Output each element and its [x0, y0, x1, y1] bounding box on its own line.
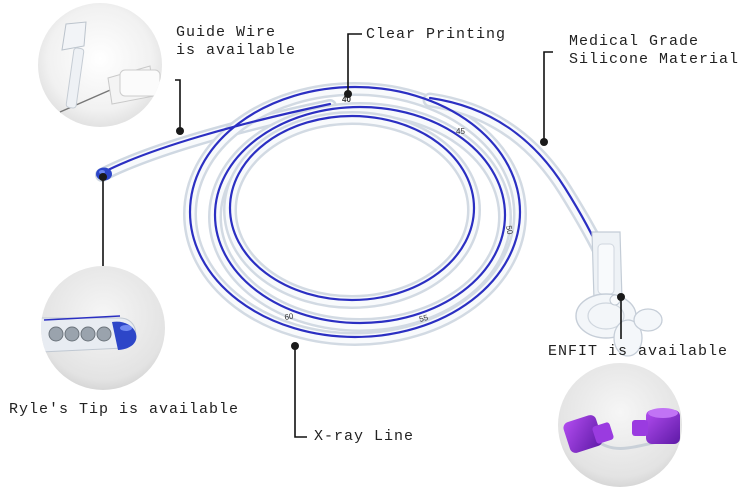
leader-clear-printing — [347, 33, 362, 92]
feeding-tube-coil — [95, 82, 616, 346]
guide-wire-line1: Guide Wire — [176, 24, 277, 41]
leader-dots — [99, 90, 625, 350]
callout-guide-wire: Guide Wire is available — [176, 24, 296, 60]
dot-clear-printing — [344, 90, 352, 98]
callout-xray-line: X-ray Line — [314, 428, 415, 445]
dot-medical-grade — [540, 138, 548, 146]
medical-grade-line1: Medical Grade — [569, 33, 700, 50]
leader-lines — [102, 33, 622, 438]
marking-60: 60 — [284, 311, 295, 322]
medical-grade-line2: Silicone Material — [569, 51, 740, 68]
marking-40: 40 — [342, 95, 351, 104]
marking-45: 45 — [456, 127, 465, 136]
leader-guide-wire — [175, 79, 181, 130]
callout-enfit: ENFIT is available — [548, 343, 729, 360]
xray-stripe-tail — [100, 102, 332, 175]
callout-ryles-tip: Ryle's Tip is available — [9, 401, 240, 418]
guide-wire-line2: is available — [176, 42, 297, 59]
dot-enfit — [617, 293, 625, 301]
callout-medical-grade: Medical Grade Silicone Material — [569, 33, 739, 69]
dot-ryles-tip — [99, 173, 107, 181]
leader-xray — [294, 346, 307, 438]
dot-guide-wire — [176, 127, 184, 135]
xray-stripe-inner — [228, 114, 476, 302]
guide-wire-inset — [38, 3, 162, 127]
xray-stripe-outer — [188, 85, 522, 339]
callout-clear-printing: Clear Printing — [366, 26, 507, 43]
tube-markings: 40 45 50 55 60 — [284, 95, 515, 324]
leader-medical-grade — [543, 51, 553, 140]
marking-50: 50 — [504, 225, 515, 236]
enfit-connectors-inset — [558, 363, 682, 487]
xray-stripe-middle — [213, 105, 507, 325]
marking-55: 55 — [418, 313, 429, 324]
ryles-tip-inset — [41, 266, 165, 390]
dot-xray — [291, 342, 299, 350]
